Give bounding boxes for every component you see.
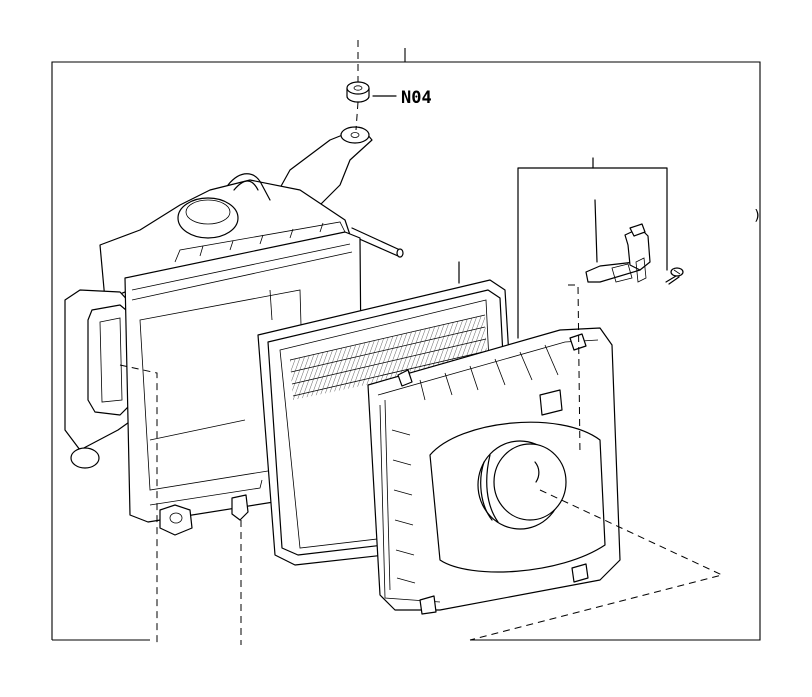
diagram-frame <box>51 48 761 641</box>
airflow-sensor-part <box>517 157 668 339</box>
air-cleaner-cap-part <box>367 327 621 615</box>
sensor-screw-part <box>665 267 684 285</box>
cap-leader-lines <box>469 284 724 641</box>
case-leader-lines <box>119 364 242 645</box>
callout-n04: N04 <box>401 88 432 108</box>
grommet-n04-part <box>346 40 397 103</box>
edge-mark: ) <box>753 208 761 224</box>
